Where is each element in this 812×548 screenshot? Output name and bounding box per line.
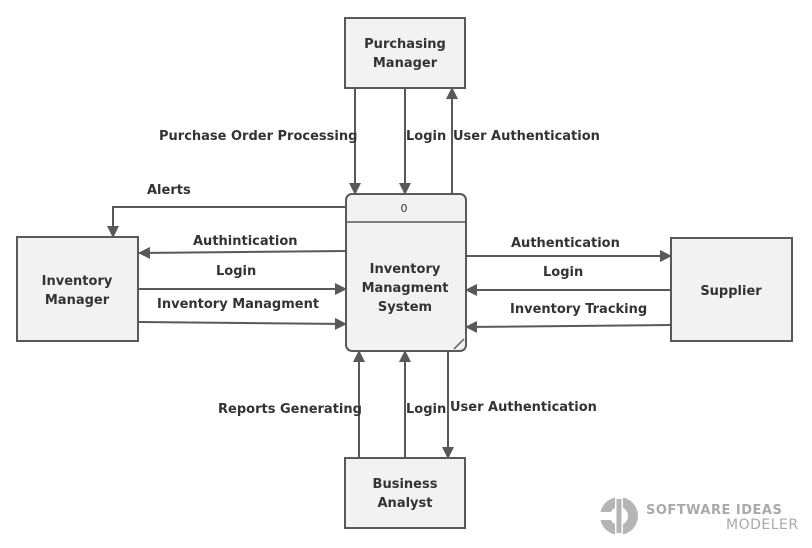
label-supplier-login: Login [543,265,583,280]
watermark-line2: MODELER [726,517,799,533]
label-reports-generating: Reports Generating [218,402,362,417]
watermark-line1: SOFTWARE IDEAS [646,503,782,518]
label-purchasing-login: Login [406,129,446,144]
flow-alerts[interactable] [107,206,346,238]
process-corner-mark [453,338,465,350]
flow-lines [107,87,672,459]
entity-inventory-manager[interactable]: Inventory Manager [16,236,139,342]
entity-business-analyst-line1: Business [373,477,438,492]
label-purchasing-user-auth: User Authentication [453,129,600,144]
label-authintication: Authintication [193,234,298,249]
entity-inventory-manager-line2: Manager [45,293,110,308]
process-id: 0 [401,202,408,215]
label-supplier-authentication: Authentication [511,236,620,251]
label-alerts: Alerts [147,183,191,198]
flow-authintication[interactable] [138,246,347,259]
label-inventory-managment: Inventory Managment [157,297,319,312]
software-ideas-logo-icon [599,496,638,536]
flow-labels: Purchase Order Processing Login User Aut… [147,129,647,417]
entity-business-analyst-line2: Analyst [378,496,433,511]
entity-supplier-line1: Supplier [700,284,762,299]
entity-purchasing-manager-line2: Manager [373,56,438,71]
entity-purchasing-manager[interactable]: Purchasing Manager [344,17,466,89]
label-inventory-tracking: Inventory Tracking [510,302,647,317]
label-purchase-order-processing: Purchase Order Processing [159,129,357,144]
process-inventory-managment-system[interactable]: 0 Inventory Managment System [345,193,467,352]
label-analyst-login: Login [406,402,446,417]
flow-inventory-tracking[interactable] [465,320,672,333]
process-label-line2: Managment [362,281,449,296]
entity-business-analyst[interactable]: Business Analyst [344,457,466,529]
label-analyst-user-auth: User Authentication [450,400,597,415]
entity-inventory-manager-line1: Inventory [42,274,113,289]
process-label-line1: Inventory [370,262,441,277]
entity-supplier[interactable]: Supplier [670,237,793,342]
entity-purchasing-manager-line1: Purchasing [364,37,446,52]
flow-inventory-managment[interactable] [138,317,347,330]
label-inventory-login: Login [216,264,256,279]
process-label-line3: System [378,300,432,315]
software-ideas-modeler-watermark: SOFTWARE IDEAS MODELER [599,496,799,536]
